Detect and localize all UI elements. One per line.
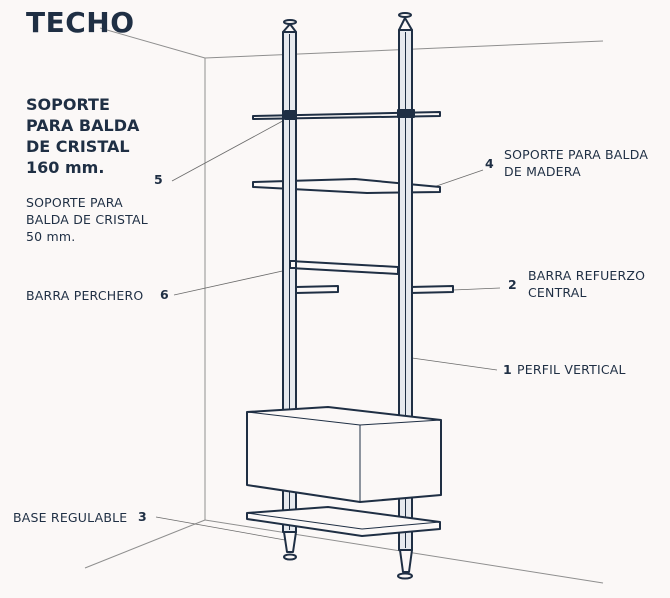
callout-4: 4 [485, 156, 494, 171]
drawer-box [246, 406, 442, 503]
callout-6: 6 [160, 287, 169, 302]
reinforcement-bar-left [295, 285, 339, 294]
glass-shelf-support [252, 111, 441, 120]
callout-2: 2 [508, 277, 517, 292]
glass-support-clamp-left [284, 110, 296, 120]
label-wood-shelf-support: SOPORTE PARA BALDA DE MADERA [504, 147, 649, 179]
reinforcement-bar-right [409, 285, 454, 294]
bottom-shelf [246, 506, 441, 537]
label-central-reinforcement-bar: BARRA REFUERZO CENTRAL [528, 268, 646, 300]
callout-5: 5 [154, 172, 163, 187]
wood-shelf [252, 178, 441, 194]
rail-bracket [289, 260, 297, 269]
callout-3: 3 [138, 509, 147, 524]
label-vertical-profile: PERFIL VERTICAL [517, 362, 626, 377]
label-glass-support-50: SOPORTE PARA BALDA DE CRISTAL 50 mm. [26, 195, 148, 244]
label-adjustable-base: BASE REGULABLE [13, 510, 128, 525]
ceiling-label: TECHO [26, 6, 135, 39]
glass-support-clamp-right [397, 109, 415, 118]
callout-1: 1 [503, 362, 512, 377]
hanging-rail [289, 260, 399, 275]
label-hanging-rail: BARRA PERCHERO [26, 288, 144, 303]
label-glass-support-160: SOPORTE PARA BALDA DE CRISTAL 160 mm. [26, 95, 140, 177]
